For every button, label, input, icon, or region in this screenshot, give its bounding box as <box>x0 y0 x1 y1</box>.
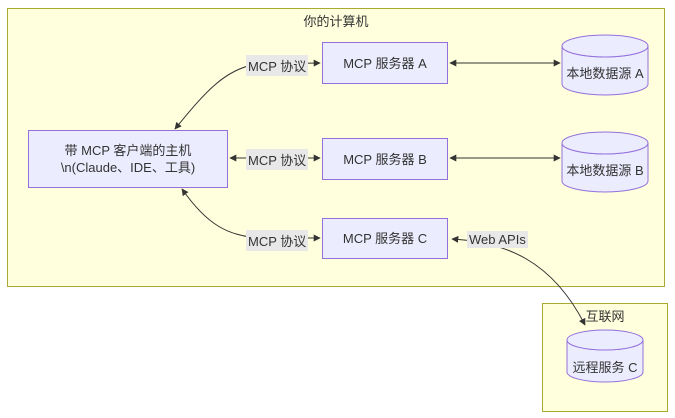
node-host-line1: 带 MCP 客户端的主机 <box>64 143 192 158</box>
edge-label-web-apis: Web APIs <box>467 231 528 248</box>
cluster-your-computer-title: 你的计算机 <box>303 14 369 29</box>
node-host-with-mcp-client: 带 MCP 客户端的主机 \n(Claude、IDE、工具) <box>28 130 228 188</box>
edge-label-mcp-protocol-c: MCP 协议 <box>246 230 309 251</box>
node-host-line2: \n(Claude、IDE、工具) <box>60 160 196 175</box>
node-mcp-server-a: MCP 服务器 A <box>322 42 448 84</box>
node-mcp-server-c: MCP 服务器 C <box>322 218 448 259</box>
edge-label-mcp-protocol-b: MCP 协议 <box>246 149 309 170</box>
node-mcp-server-b: MCP 服务器 B <box>322 138 448 180</box>
edge-label-mcp-protocol-a: MCP 协议 <box>246 55 309 76</box>
node-remote-service-c-label: 远程服务 C <box>572 360 638 375</box>
node-local-datasource-b-label: 本地数据源 B <box>566 163 644 178</box>
cluster-internet-title: 互联网 <box>585 309 625 324</box>
node-local-datasource-a-label: 本地数据源 A <box>566 66 644 81</box>
